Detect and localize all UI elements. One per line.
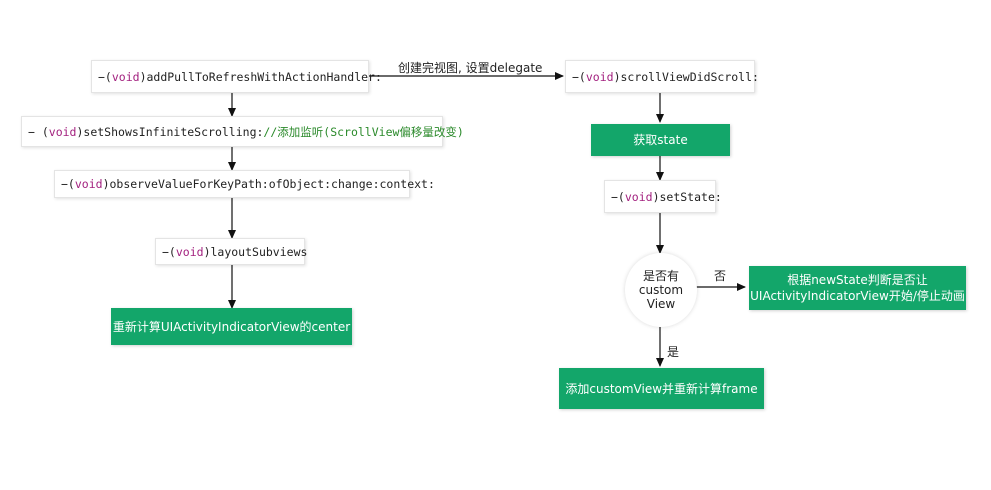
scroll-view-did-scroll-node: −(void)scrollViewDidScroll: xyxy=(565,60,759,93)
edge-label-no: 否 xyxy=(714,269,727,283)
add-custom-view-node: 添加customView并重新计算frame xyxy=(559,368,764,409)
get-state-node: 获取state xyxy=(591,124,730,156)
edge-label-create-view: 创建完视图, 设置delegate xyxy=(398,61,543,75)
observe-value-for-key-path-node: −(void)observeValueForKeyPath:ofObject:c… xyxy=(54,170,435,198)
layout-subviews-node: −(void)layoutSubviews xyxy=(155,238,307,265)
recalc-center-node: 重新计算UIActivityIndicatorView的center xyxy=(111,308,352,345)
void-keyword: void xyxy=(585,69,614,84)
set-shows-infinite-scrolling-node: − (void)setShowsInfiniteScrolling://添加监听… xyxy=(21,116,464,147)
has-custom-view-decision: 是否有 custom View xyxy=(625,253,697,327)
void-keyword: void xyxy=(624,189,653,204)
set-state-node: −(void)setState: xyxy=(604,180,722,213)
void-keyword: void xyxy=(48,124,77,139)
void-keyword: void xyxy=(175,244,204,259)
toggle-animation-node: 根据newState判断是否让 UIActivityIndicatorView开… xyxy=(749,266,966,310)
code-comment: //添加监听(ScrollView偏移量改变) xyxy=(263,124,464,139)
add-pull-to-refresh-node: −(void)addPullToRefreshWithActionHandler… xyxy=(91,60,382,93)
void-keyword: void xyxy=(74,177,103,191)
void-keyword: void xyxy=(111,69,140,84)
edge-label-yes: 是 xyxy=(667,345,680,359)
